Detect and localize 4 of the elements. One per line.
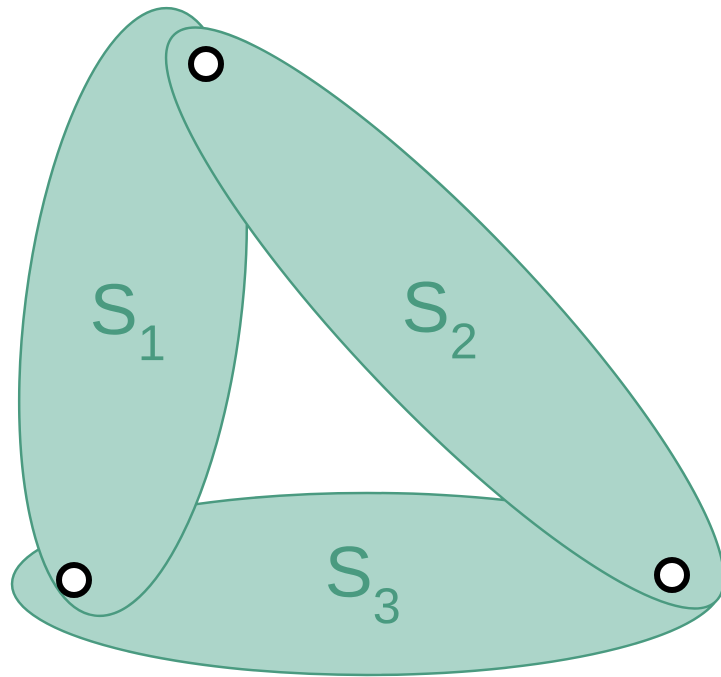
vertex-circle <box>56 562 92 598</box>
vertex-circle <box>188 46 224 82</box>
node-label: S$_{2}$ <box>404 282 476 358</box>
vertex-circle <box>654 556 690 593</box>
